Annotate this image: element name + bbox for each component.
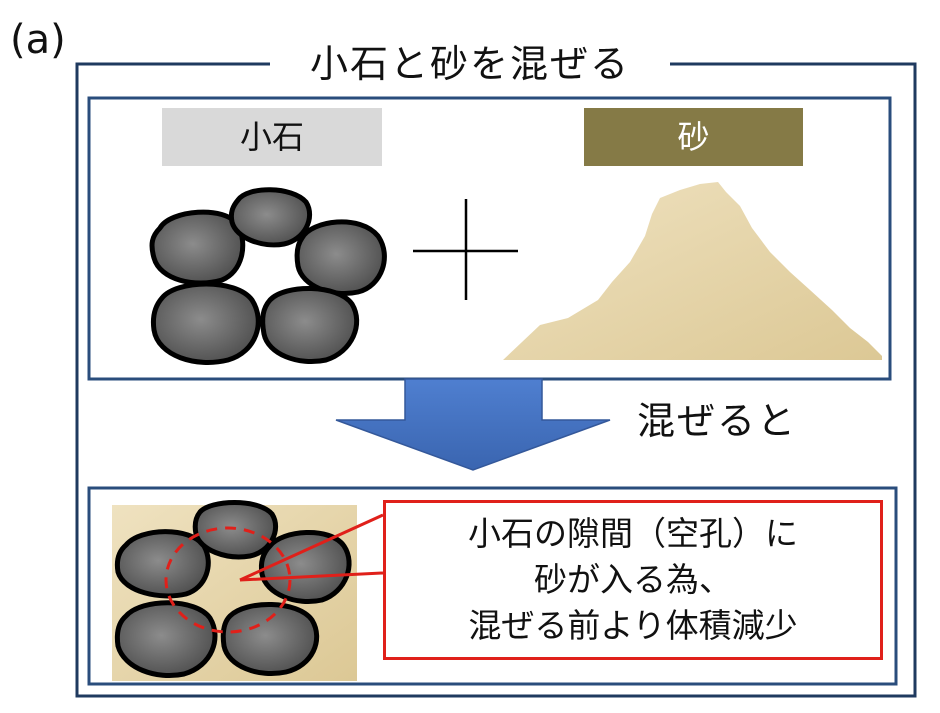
- pebble: [231, 190, 309, 245]
- pebble: [152, 212, 243, 283]
- pebble: [117, 532, 208, 596]
- pebble-badge-label: 小石: [240, 118, 304, 156]
- pebble: [261, 532, 349, 601]
- sand-badge-label: 砂: [677, 118, 709, 156]
- down-arrow: [336, 379, 610, 470]
- pebble: [153, 284, 258, 362]
- panel-label: (a): [10, 18, 66, 62]
- sand-badge: 砂: [584, 108, 803, 166]
- mix-label: 混ぜると: [637, 396, 797, 446]
- callout-line: 砂が入る為、: [534, 557, 732, 603]
- pebble: [297, 222, 384, 294]
- pebble: [263, 288, 357, 361]
- callout-line: 小石の隙間（空孔）に: [468, 511, 798, 557]
- callout-box: 小石の隙間（空孔）に 砂が入る為、 混ぜる前より体積減少: [383, 500, 883, 660]
- diagram-title: 小石と砂を混ぜる: [270, 40, 670, 88]
- pebble-badge: 小石: [162, 108, 382, 166]
- pebble: [223, 604, 316, 673]
- callout-line: 混ぜる前より体積減少: [468, 603, 797, 649]
- pebble: [117, 603, 215, 676]
